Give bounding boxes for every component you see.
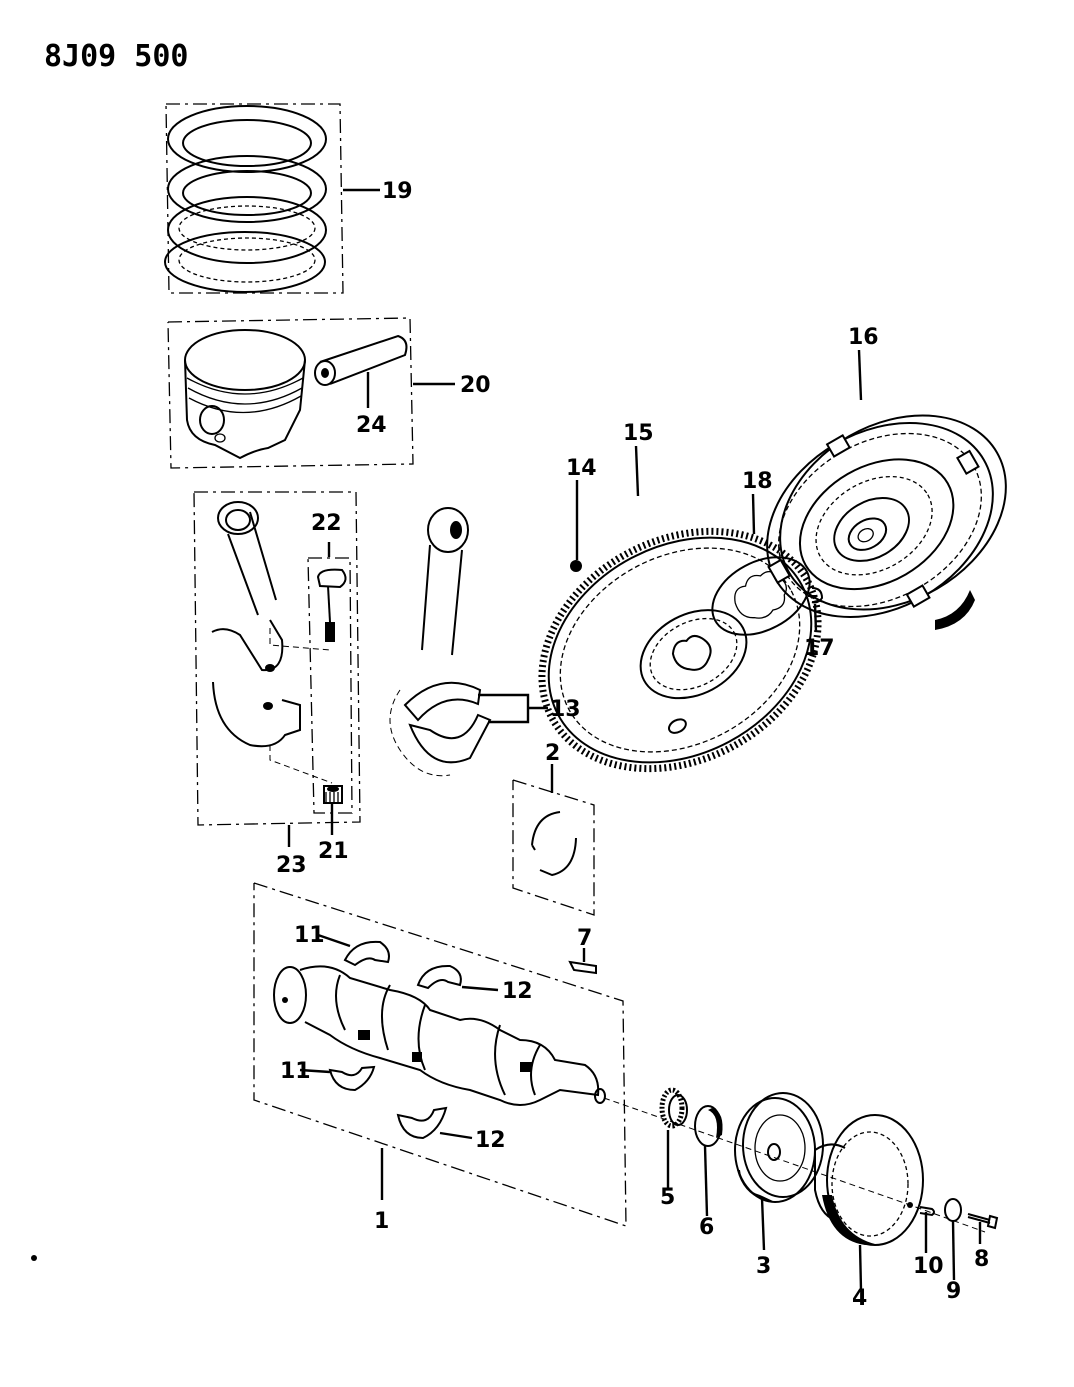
callout-8: 8 (974, 1247, 989, 1272)
callout-4: 4 (852, 1286, 867, 1311)
main-bearing-lower-icon (328, 1065, 376, 1092)
leader-18 (751, 493, 756, 535)
drawing-number: 8J09 500 (44, 39, 189, 74)
main-bearing-lower-12-icon (396, 1106, 448, 1140)
piston-rings-icon (164, 105, 327, 293)
callout-20: 20 (460, 373, 491, 398)
callout-10: 10 (913, 1254, 944, 1279)
leader-6 (703, 1145, 709, 1217)
leader-4 (858, 1244, 863, 1291)
callout-9: 9 (946, 1279, 961, 1304)
front-end-group: 5 6 3 4 10 (659, 1087, 999, 1311)
leader-9 (951, 1220, 956, 1281)
key-group: 7 (568, 926, 597, 975)
rod-with-bearings-icon (389, 507, 492, 777)
piston-icon (184, 329, 306, 460)
pulley-icon (814, 1114, 924, 1246)
flywheel-icon (538, 527, 822, 773)
converter-shading (935, 590, 975, 630)
leader-12b (439, 1131, 473, 1140)
nut-guide-line (269, 745, 333, 784)
main-bearing-upper-icon (343, 940, 390, 967)
callout-7: 7 (577, 926, 592, 951)
leader-11b (299, 1068, 331, 1074)
connecting-rod-box (193, 491, 361, 826)
callout-2: 2 (545, 741, 560, 766)
callout-14: 14 (566, 456, 597, 481)
crankshaft-icon (273, 965, 986, 1233)
piston-rings-box (165, 103, 344, 294)
callout-15: 15 (623, 421, 654, 446)
callout-23: 23 (276, 853, 307, 878)
piston-rings-group: 19 (164, 103, 413, 294)
leader-17 (813, 603, 818, 633)
scan-speck (31, 1255, 37, 1261)
callout-11b: 11 (280, 1059, 311, 1084)
callout-3: 3 (756, 1254, 771, 1279)
sprocket-icon (659, 1087, 688, 1129)
leader-11a (317, 933, 351, 948)
screw-icon (907, 1202, 935, 1217)
connecting-rod-icon (211, 501, 301, 748)
nut-icon (323, 785, 343, 804)
piston-group: 24 20 (167, 317, 491, 469)
flywheel-group: 14 15 18 17 (538, 421, 835, 773)
rod-bolt-box (307, 557, 353, 814)
piston-box (167, 317, 414, 469)
callout-11a: 11 (294, 923, 325, 948)
plate-icon (711, 556, 811, 636)
washer-9-icon (944, 1198, 962, 1222)
piston-pin-icon (314, 334, 408, 386)
callout-12b: 12 (475, 1128, 506, 1153)
rod-bolt-icon (316, 568, 347, 642)
damper-pulley-icon (734, 1092, 824, 1203)
key-icon (568, 960, 597, 975)
main-bearing-upper-12-icon (416, 964, 462, 990)
callout-1: 1 (374, 1209, 389, 1234)
bolt-icon (967, 1213, 999, 1230)
callout-19: 19 (382, 179, 413, 204)
callout-17: 17 (804, 636, 835, 661)
bolt-guide-line (269, 628, 331, 651)
flywheel-bolt-icon (570, 560, 582, 572)
thrust-washer-box (512, 779, 595, 916)
leader-3 (760, 1197, 766, 1251)
callout-5: 5 (660, 1185, 675, 1210)
torque-converter-icon (766, 414, 1007, 618)
leader-12a (461, 985, 499, 992)
callout-24: 24 (356, 413, 387, 438)
callout-18: 18 (742, 469, 773, 494)
connecting-rod-group: 22 21 23 (193, 491, 361, 878)
callout-12a: 12 (502, 979, 533, 1004)
washer-icon (694, 1105, 723, 1147)
callout-22: 22 (311, 511, 342, 536)
torque-converter-group: 16 (766, 325, 1007, 630)
leader-15 (634, 445, 640, 497)
callout-21: 21 (318, 839, 349, 864)
leader-16 (857, 349, 863, 401)
crankshaft-group: 11 12 11 12 1 (253, 882, 986, 1234)
thrust-washer-icon (531, 811, 577, 877)
callout-16: 16 (848, 325, 879, 350)
callout-6: 6 (699, 1215, 714, 1240)
rod-bearing-group: 13 (389, 507, 581, 777)
thrust-washer-group: 2 (512, 741, 595, 916)
